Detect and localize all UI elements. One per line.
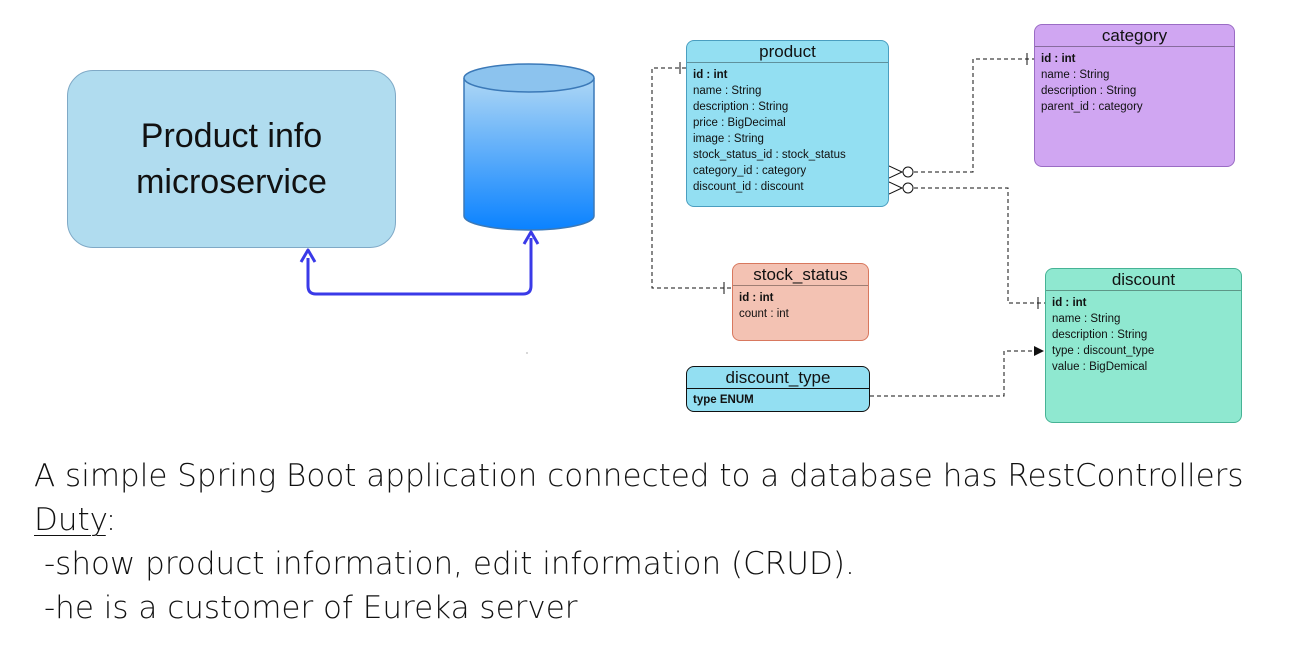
- field-product-price: price : BigDecimal: [693, 117, 786, 129]
- description-duty-line: Duty:: [34, 498, 1294, 542]
- field-product-discount-id: discount_id : discount: [693, 181, 804, 193]
- entity-category-title: category: [1035, 25, 1234, 47]
- field-stock-status-count: count : int: [739, 308, 789, 320]
- field-discount-value: value : BigDemical: [1052, 361, 1148, 373]
- field-discount-type: type : discount_type: [1052, 345, 1155, 357]
- product-discount-relation: [888, 181, 1045, 309]
- entity-discount-type-title: discount_type: [687, 367, 869, 389]
- field-product-category-id: category_id : category: [693, 165, 807, 177]
- field-category-id: id : int: [1041, 53, 1076, 65]
- discount-type-relation: [870, 346, 1044, 397]
- field-discount-type-type: type ENUM: [693, 394, 754, 406]
- service-label-line2: microservice: [136, 163, 327, 201]
- product-stock-status-relation: [651, 62, 732, 294]
- field-product-image: image : String: [693, 133, 764, 145]
- entity-stock-status: stock_status id : int count : int: [732, 263, 869, 341]
- service-label-line1: Product info: [140, 117, 323, 155]
- field-discount-description: description : String: [1052, 329, 1148, 341]
- entity-discount-fields: id : int name : String description : Str…: [1046, 291, 1241, 375]
- product-info-microservice-box: Product info microservice: [67, 70, 396, 248]
- service-database-link: [299, 230, 540, 296]
- field-discount-name: name : String: [1052, 313, 1121, 325]
- entity-product-fields: id : int name : String description : Str…: [687, 63, 888, 195]
- description-line-4: -he is a customer of Eureka server: [44, 590, 578, 626]
- database-icon: [463, 63, 595, 231]
- entity-product-title: product: [687, 41, 888, 63]
- field-category-description: description : String: [1041, 85, 1137, 97]
- description-block: A simple Spring Boot application connect…: [34, 454, 1294, 630]
- duty-label: Duty: [34, 502, 106, 538]
- stray-dot: [526, 352, 528, 354]
- field-stock-status-id: id : int: [739, 292, 774, 304]
- duty-suffix: :: [105, 502, 117, 538]
- entity-discount-title: discount: [1046, 269, 1241, 291]
- product-category-relation: [888, 53, 1034, 179]
- field-product-name: name : String: [693, 85, 762, 97]
- field-product-id: id : int: [693, 69, 728, 81]
- description-line-1: A simple Spring Boot application connect…: [34, 458, 1244, 494]
- field-product-stock-status-id: stock_status_id : stock_status: [693, 149, 846, 161]
- entity-stock-status-fields: id : int count : int: [733, 286, 868, 322]
- field-product-description: description : String: [693, 101, 789, 113]
- field-category-name: name : String: [1041, 69, 1110, 81]
- entity-stock-status-title: stock_status: [733, 264, 868, 286]
- description-line-3: -show product information, edit informat…: [44, 546, 855, 582]
- entity-product: product id : int name : String descripti…: [686, 40, 889, 207]
- entity-discount: discount id : int name : String descript…: [1045, 268, 1242, 423]
- field-category-parent-id: parent_id : category: [1041, 101, 1143, 113]
- entity-category-fields: id : int name : String description : Str…: [1035, 47, 1234, 115]
- entity-discount-type: discount_type type ENUM: [686, 366, 870, 412]
- entity-discount-type-fields: type ENUM: [687, 389, 869, 408]
- field-discount-id: id : int: [1052, 297, 1087, 309]
- service-label: Product info microservice: [136, 113, 327, 205]
- entity-category: category id : int name : String descript…: [1034, 24, 1235, 167]
